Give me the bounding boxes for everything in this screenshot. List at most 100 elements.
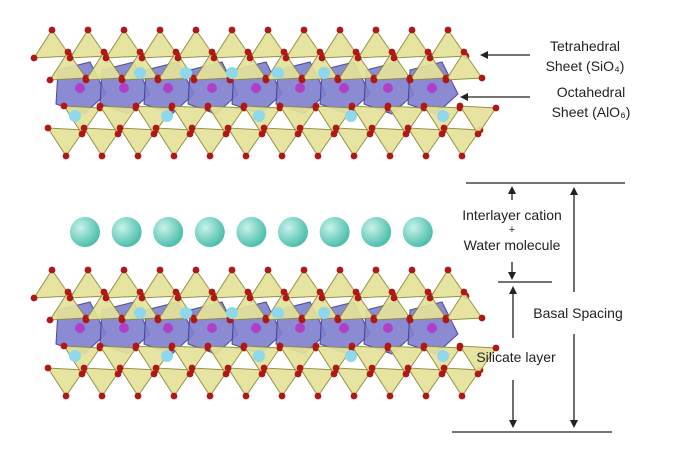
tetrahedron (393, 269, 431, 299)
oxygen-atom (298, 76, 306, 84)
oxygen-atom (442, 316, 450, 324)
oxygen-atom (156, 266, 164, 274)
oxygen-atom (168, 102, 176, 110)
oxygen-atom (242, 152, 250, 160)
oxygen-atom (402, 130, 410, 138)
tetrahedron (119, 367, 157, 397)
oxygen-atom (366, 370, 374, 378)
oxygen-atom (348, 102, 356, 110)
oxygen-atom (366, 130, 374, 138)
oxygen-atom (138, 54, 146, 62)
hydroxyl-atom (318, 307, 330, 319)
oxygen-atom (336, 266, 344, 274)
oxygen-atom (134, 152, 142, 160)
oxygen-atom (390, 54, 398, 62)
oxygen-atom (474, 130, 482, 138)
aluminum-atom (163, 323, 173, 333)
tetrahedron (373, 291, 411, 321)
oxygen-atom (426, 54, 434, 62)
tetrahedron (443, 127, 481, 157)
tetrahedron (83, 127, 121, 157)
oxygen-atom (386, 392, 394, 400)
oxygen-atom (114, 370, 122, 378)
tetrahedron (49, 51, 87, 81)
oxygen-atom (276, 102, 284, 110)
hydroxyl-atom (272, 307, 284, 319)
oxygen-atom (422, 392, 430, 400)
oxygen-atom (102, 294, 110, 302)
tetrahedron (315, 345, 353, 375)
oxygen-atom (456, 102, 464, 110)
aluminum-atom (251, 323, 261, 333)
tetrahedral-sheet-label: Tetrahedral (550, 38, 620, 54)
tetrahedron (207, 105, 245, 135)
oxygen-atom (384, 102, 392, 110)
oxygen-atom (298, 316, 306, 324)
oxygen-atom (204, 102, 212, 110)
tetrahedron (249, 29, 287, 59)
tetrahedron (105, 29, 143, 59)
oxygen-atom (278, 392, 286, 400)
tetrahedral-sheet-formula: Sheet (SiO₄) (546, 58, 625, 74)
oxygen-atom (246, 54, 254, 62)
oxygen-atom (84, 266, 92, 274)
hydroxyl-atom (437, 350, 449, 362)
silicate-layer-1 (30, 26, 500, 160)
oxygen-atom (258, 370, 266, 378)
aluminum-atom (75, 83, 85, 93)
tetrahedron (155, 367, 193, 397)
tetrahedron (47, 367, 85, 397)
tetrahedron (207, 345, 245, 375)
tetrahedron (445, 291, 483, 321)
oxygen-atom (120, 266, 128, 274)
oxygen-atom (352, 48, 360, 56)
oxygen-atom (312, 342, 320, 350)
oxygen-atom (64, 48, 72, 56)
tetrahedron (193, 291, 231, 321)
interlayer-cations (70, 217, 433, 247)
oxygen-atom (350, 152, 358, 160)
oxygen-atom (388, 48, 396, 56)
oxygen-atom (98, 392, 106, 400)
tetrahedron (213, 29, 251, 59)
tetrahedron (33, 269, 71, 299)
oxygen-atom (138, 294, 146, 302)
aluminum-atom (427, 323, 437, 333)
oxygen-atom (244, 48, 252, 56)
oxygen-atom (278, 152, 286, 160)
oxygen-atom (80, 364, 88, 372)
oxygen-atom (260, 364, 268, 372)
oxygen-atom (132, 102, 140, 110)
oxygen-atom (350, 392, 358, 400)
oxygen-atom (210, 54, 218, 62)
oxygen-atom (30, 294, 38, 302)
oxygen-atom (136, 288, 144, 296)
tetrahedron (171, 345, 209, 375)
tetrahedron (99, 345, 137, 375)
oxygen-atom (354, 294, 362, 302)
basal-spacing-label: Basal Spacing (533, 305, 623, 321)
oxygen-atom (60, 342, 68, 350)
oxygen-atom (420, 102, 428, 110)
interlayer-cation (236, 217, 267, 247)
oxygen-atom (408, 26, 416, 34)
aluminum-atom (295, 83, 305, 93)
tetrahedron (105, 269, 143, 299)
hydroxyl-atom (253, 350, 265, 362)
octahedral-sheet-formula: Sheet (AlO₆) (552, 104, 631, 120)
aluminum-atom (163, 83, 173, 93)
tetrahedron (337, 291, 375, 321)
tetrahedron (227, 127, 265, 157)
oxygen-atom (172, 48, 180, 56)
tetrahedron (227, 367, 265, 397)
oxygen-atom (296, 124, 304, 132)
tetrahedron (263, 127, 301, 157)
octahedral-sheet-label: Octahedral (557, 84, 625, 100)
oxygen-atom (420, 342, 428, 350)
hydroxyl-atom (437, 110, 449, 122)
hydroxyl-atom (345, 350, 357, 362)
oxygen-atom (438, 370, 446, 378)
oxygen-atom (258, 130, 266, 138)
oxygen-atom (60, 102, 68, 110)
hydroxyl-atom (161, 110, 173, 122)
